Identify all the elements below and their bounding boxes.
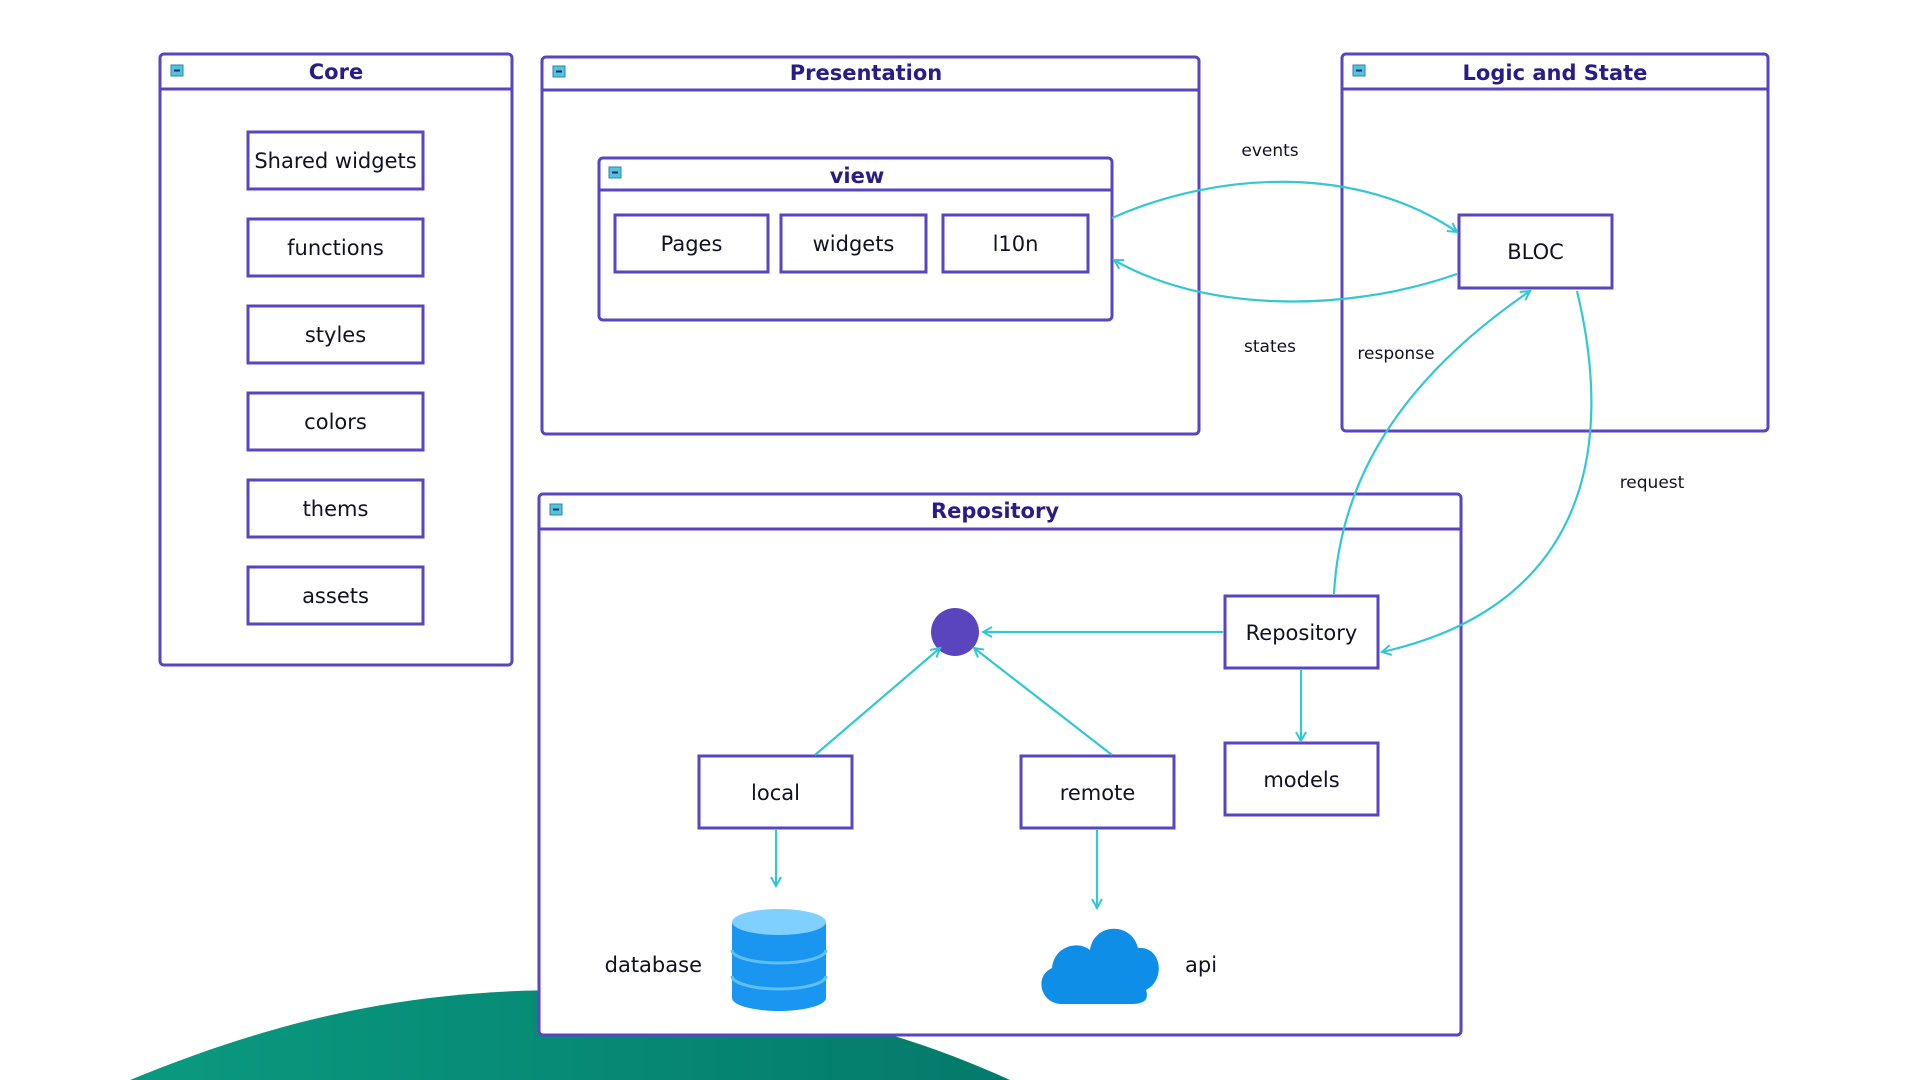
view-item-label: Pages <box>661 232 723 256</box>
core-item-functions[interactable]: functions <box>246 217 425 278</box>
core-item-colors[interactable]: colors <box>246 391 425 452</box>
logic-state-frame: Logic and State BLOC <box>1340 52 1770 433</box>
view-item-pages[interactable]: Pages <box>613 213 770 274</box>
core-item-shared-widgets[interactable]: Shared widgets <box>246 130 425 191</box>
repository-node[interactable]: Repository <box>1223 594 1380 670</box>
core-item-label: functions <box>287 236 384 260</box>
bloc-node[interactable]: BLOC <box>1457 213 1614 290</box>
database-icon <box>730 909 828 1011</box>
repository-node-label: Repository <box>1246 621 1358 645</box>
core-item-thems[interactable]: thems <box>246 478 425 539</box>
core-item-styles[interactable]: styles <box>246 304 425 365</box>
remote-node[interactable]: remote <box>1019 754 1176 830</box>
core-item-assets[interactable]: assets <box>246 565 425 626</box>
edge-label-response: response <box>1357 344 1434 364</box>
models-node[interactable]: models <box>1223 741 1380 817</box>
collapse-icon[interactable] <box>1352 64 1366 77</box>
edge-local-to-junction <box>814 648 940 756</box>
cloud-icon <box>1041 928 1159 1004</box>
repository-frame-title: Repository <box>931 499 1059 523</box>
api-label: api <box>1185 953 1217 977</box>
edge-events <box>1111 180 1457 232</box>
local-node[interactable]: local <box>697 754 854 830</box>
edge-states <box>1114 260 1458 303</box>
view-frame: view Pages widgets l10n <box>597 156 1114 322</box>
core-item-label: colors <box>304 410 367 434</box>
collapse-icon[interactable] <box>552 65 566 78</box>
core-item-label: Shared widgets <box>254 149 416 173</box>
repository-frame: Repository Repository models local remot… <box>537 492 1463 1037</box>
bloc-label: BLOC <box>1507 240 1564 264</box>
view-item-label: widgets <box>813 232 895 256</box>
view-item-label: l10n <box>993 232 1039 256</box>
local-node-label: local <box>751 781 800 805</box>
collapse-icon[interactable] <box>608 166 622 179</box>
edge-label-events: events <box>1241 141 1298 161</box>
edge-response <box>1332 291 1530 595</box>
core-item-label: styles <box>305 323 366 347</box>
view-item-l10n[interactable]: l10n <box>941 213 1090 274</box>
presentation-frame: Presentation view Pages widgets l10n <box>540 55 1201 436</box>
database-label: database <box>605 953 702 977</box>
remote-node-label: remote <box>1060 781 1136 805</box>
view-item-widgets[interactable]: widgets <box>779 213 928 274</box>
models-node-label: models <box>1263 768 1339 792</box>
edge-request <box>1382 290 1593 652</box>
core-frame-title: Core <box>309 60 363 84</box>
junction-node <box>931 608 979 656</box>
core-item-label: assets <box>302 584 369 608</box>
core-frame: Core Shared widgets functions styles col… <box>158 52 514 667</box>
presentation-frame-title: Presentation <box>790 61 943 85</box>
edge-label-states: states <box>1244 337 1296 357</box>
core-item-label: thems <box>303 497 369 521</box>
collapse-icon[interactable] <box>170 64 184 77</box>
edge-label-request: request <box>1620 473 1685 493</box>
collapse-icon[interactable] <box>549 503 563 516</box>
edge-remote-to-junction <box>974 648 1113 756</box>
view-frame-title: view <box>830 164 885 188</box>
logic-state-frame-title: Logic and State <box>1463 61 1648 85</box>
